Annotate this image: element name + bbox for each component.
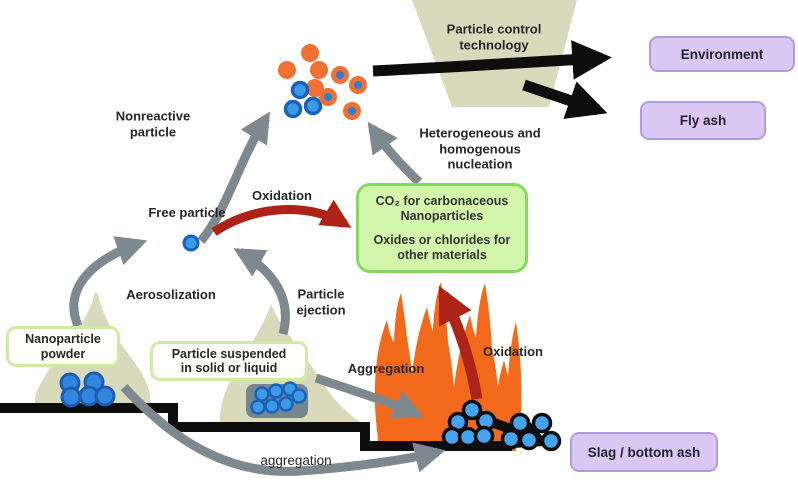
reaction-products-box: CO₂ for carbonaceous Nanoparticles Oxide…: [356, 183, 528, 273]
aggregation-bottom-arrow: [120, 383, 446, 476]
free-particle-label: Free particle: [148, 205, 226, 221]
suspended-particles: [250, 381, 307, 415]
slag-particle-piles: [441, 399, 562, 452]
fly-ash-arrow: [522, 79, 608, 119]
powder-particle-pile: [59, 371, 116, 408]
oxidation-fire-label: Oxidation: [483, 344, 543, 360]
oxidation-fire-arrow: [438, 285, 483, 400]
environment-arrow: [372, 40, 612, 80]
particle-control-label: Particle control technology: [446, 21, 542, 52]
slag-bottom-ash-box: Slag / bottom ash: [570, 432, 718, 472]
nonreactive-arrow: [197, 111, 271, 244]
aerosolization-arrow: [69, 236, 148, 328]
control-technology-funnel: [412, 0, 577, 107]
process-arrows-gray: [69, 111, 446, 476]
nanoparticle-powder-box: Nanoparticle powder: [6, 326, 120, 367]
particle-ejection-label: Particle ejection: [296, 286, 346, 317]
aggregation-bottom-label: aggregation: [260, 452, 332, 468]
aggregation-mid-label: Aggregation: [347, 361, 425, 377]
nucleation-arrow: [367, 121, 423, 186]
fly-ash-box: Fly ash: [640, 101, 766, 140]
aggregation-mid-arrow: [314, 373, 425, 419]
reaction-products-carbonaceous: CO₂ for carbonaceous Nanoparticles: [375, 193, 509, 223]
particle-ejection-arrow: [233, 248, 290, 336]
particle-suspended-box: Particle suspended in solid or liquid: [150, 341, 308, 381]
oxidation-top-arrow: [211, 199, 352, 236]
reaction-products-other: Oxides or chlorides for other materials: [373, 232, 511, 262]
nucleated-particle-cluster: [278, 44, 367, 120]
environment-box: Environment: [649, 36, 795, 72]
nucleation-label: Heterogeneous and homogenous nucleation: [419, 125, 541, 172]
nonreactive-particle-label: Nonreactive particle: [115, 108, 191, 139]
free-particle-dot: [182, 234, 200, 252]
oxidation-top-label: Oxidation: [252, 188, 312, 204]
aerosolization-label: Aerosolization: [126, 287, 216, 303]
